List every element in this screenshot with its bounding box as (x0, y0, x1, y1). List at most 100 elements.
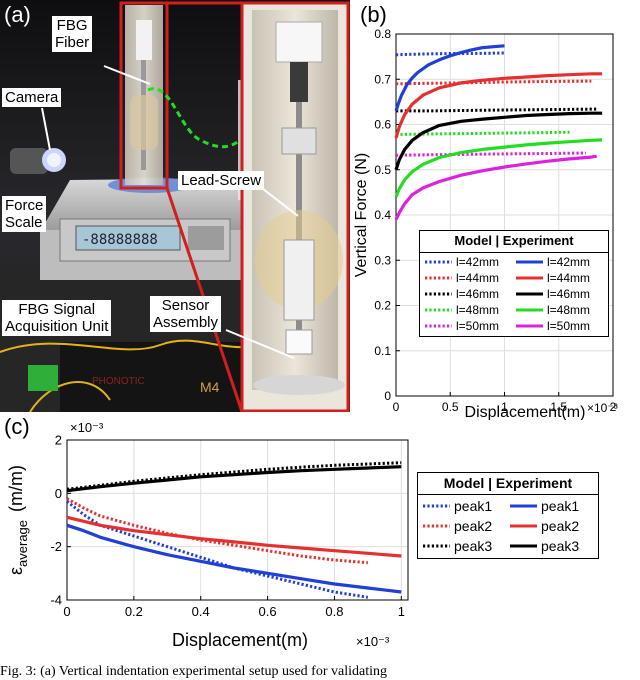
unit-badge-text: M4 (200, 379, 220, 395)
label-sensor-assembly-line2: Assembly (153, 314, 219, 331)
chart-b-series-model-1 (395, 79, 592, 86)
chart-b-xtick-label: 2 (610, 400, 617, 414)
legend-c-model-label: peak1 (454, 498, 493, 514)
legend-c-model-item: peak1 (422, 498, 509, 514)
legend-b-model-item: l=42mm (424, 255, 515, 269)
label-fbg-fiber-line1: FBG (56, 17, 88, 34)
legend-c-model-swatch (423, 504, 450, 508)
legend-b-experiment-item: l=42mm (515, 255, 606, 269)
legend-b-model-label: l=46mm (456, 287, 500, 301)
legend-b-experiment-label: l=48mm (547, 303, 591, 317)
chart-b-ytick-label: 0.7 (374, 72, 391, 86)
chart-c-ytick-label: 2 (55, 433, 62, 448)
chart-b-series-experiment-8 (394, 138, 603, 198)
legend-c-experiment-item: peak1 (509, 498, 596, 514)
legend-b-experiment-item: l=50mm (515, 319, 606, 333)
chart-c-ylabel-sub: average (15, 520, 30, 567)
legend-b-model-label: l=44mm (456, 271, 500, 285)
legend-c-model-swatch (423, 544, 450, 548)
legend-b-model-swatch (425, 324, 452, 328)
chart-c-series-experiment-3 (66, 523, 402, 594)
legend-b-model-item: l=50mm (424, 319, 515, 333)
legend-c-experiment-swatch (510, 504, 537, 508)
figure-caption: Fig. 3: (a) Vertical indentation experim… (0, 664, 387, 679)
legend-b-experiment-swatch (516, 292, 543, 296)
legend-b-experiment-swatch (516, 324, 543, 328)
legend-c-model-item: peak3 (422, 538, 509, 554)
chart-c-xtick-label: 0.4 (192, 604, 210, 619)
chart-b-series-experiment-5 (394, 44, 505, 112)
chart-b-ytick-label: 0.6 (374, 118, 391, 132)
legend-c-header: Model | Experiment (418, 473, 598, 495)
legend-c: Model | Experiment peak1 peak1 peak2 peak2 p… (417, 472, 599, 559)
legend-b-experiment-label: l=42mm (547, 255, 591, 269)
chart-b-xtick-label: 0 (393, 400, 400, 414)
label-fbg-unit-line2: Acquisition Unit (5, 318, 109, 335)
chart-b-xlabel: Displacement(m) (465, 404, 586, 420)
legend-c-experiment-label: peak2 (541, 518, 580, 534)
chart-c-plot-area (67, 440, 408, 600)
legend-b-model-swatch (425, 276, 452, 280)
chart-b-xtick-label: 1 (501, 400, 508, 414)
legend-c-model-item: peak2 (422, 518, 509, 534)
legend-b-experiment-item: l=44mm (515, 271, 606, 285)
legend-b-entries: l=42mm l=42mm l=44mm l=44mm l=46mm l=46mm l=48… (420, 253, 608, 336)
chart-c-axes-frame (66, 439, 409, 601)
chart-b-series-model-0 (395, 51, 505, 57)
chart-b-series-experiment-6 (394, 72, 603, 139)
legend-c-model-label: peak2 (454, 518, 493, 534)
chart-b-ytick-label: 0.3 (374, 253, 391, 267)
label-sensor-assembly: Sensor Assembly (150, 296, 222, 332)
legend-b-experiment-label: l=44mm (547, 271, 591, 285)
setup-photo: -88888888 PHONOTIC M4 (0, 0, 350, 412)
chart-c-series-experiment-4 (66, 515, 402, 558)
legend-b-model-swatch (425, 260, 452, 264)
chart-c-y-multiplier: ×10⁻³ (70, 420, 104, 435)
chart-c-series-model-2 (66, 461, 402, 491)
chart-b-series-model-4 (395, 151, 586, 157)
legend-c-experiment-swatch (510, 524, 537, 528)
chart-b-x-multiplier: ×10⁻³ (587, 401, 618, 415)
label-force-scale-line2: Scale (5, 214, 43, 231)
legend-b-experiment-label: l=46mm (547, 287, 591, 301)
label-fbg-unit: FBG Signal Acquisition Unit (2, 300, 112, 336)
legend-b-experiment-item: l=48mm (515, 303, 606, 317)
chart-c-xlabel: Displacement(m) (172, 630, 308, 650)
label-camera: Camera (2, 88, 62, 107)
chart-b-series-experiment-7 (394, 111, 603, 171)
label-fbg-fiber: FBG Fiber (52, 16, 93, 52)
chart-b-xtick-label: 0.5 (442, 400, 459, 414)
chart-c-ytick-label: -4 (50, 593, 62, 608)
chart-b-xtick-label: 1.5 (550, 400, 567, 414)
legend-b-model-item: l=48mm (424, 303, 515, 317)
legend-b-experiment-swatch (516, 276, 543, 280)
panel-c-label: (c) (4, 414, 30, 439)
panel-a-label: (a) (4, 2, 31, 27)
legend-b-model-label: l=48mm (456, 303, 500, 317)
label-fbg-fiber-line2: Fiber (55, 34, 90, 51)
chart-b-ytick-label: 0.5 (374, 163, 391, 177)
chart-c-xtick-label: 0.6 (259, 604, 277, 619)
legend-b-header: Model | Experiment (420, 231, 608, 253)
chart-b-ytick-label: 0.2 (374, 299, 391, 313)
chart-b-series-experiment-9 (394, 154, 597, 221)
legend-b-experiment-item: l=46mm (515, 287, 606, 301)
legend-c-experiment-swatch (510, 544, 537, 548)
legend-b-model-label: l=42mm (456, 255, 500, 269)
legend-b-model-swatch (425, 292, 452, 296)
chart-c-ylabel-symbol: ε (6, 567, 26, 575)
chart-b-axes-frame (395, 33, 614, 397)
svg-text:PHONOTIC: PHONOTIC (92, 376, 145, 387)
panel-b-label: (b) (360, 2, 387, 27)
legend-b-experiment-swatch (516, 260, 543, 264)
legend-b-model-item: l=46mm (424, 287, 515, 301)
legend-b-experiment-swatch (516, 308, 543, 312)
chart-b-series-model-2 (396, 107, 597, 113)
chart-c-ytick-label: -2 (50, 539, 62, 554)
